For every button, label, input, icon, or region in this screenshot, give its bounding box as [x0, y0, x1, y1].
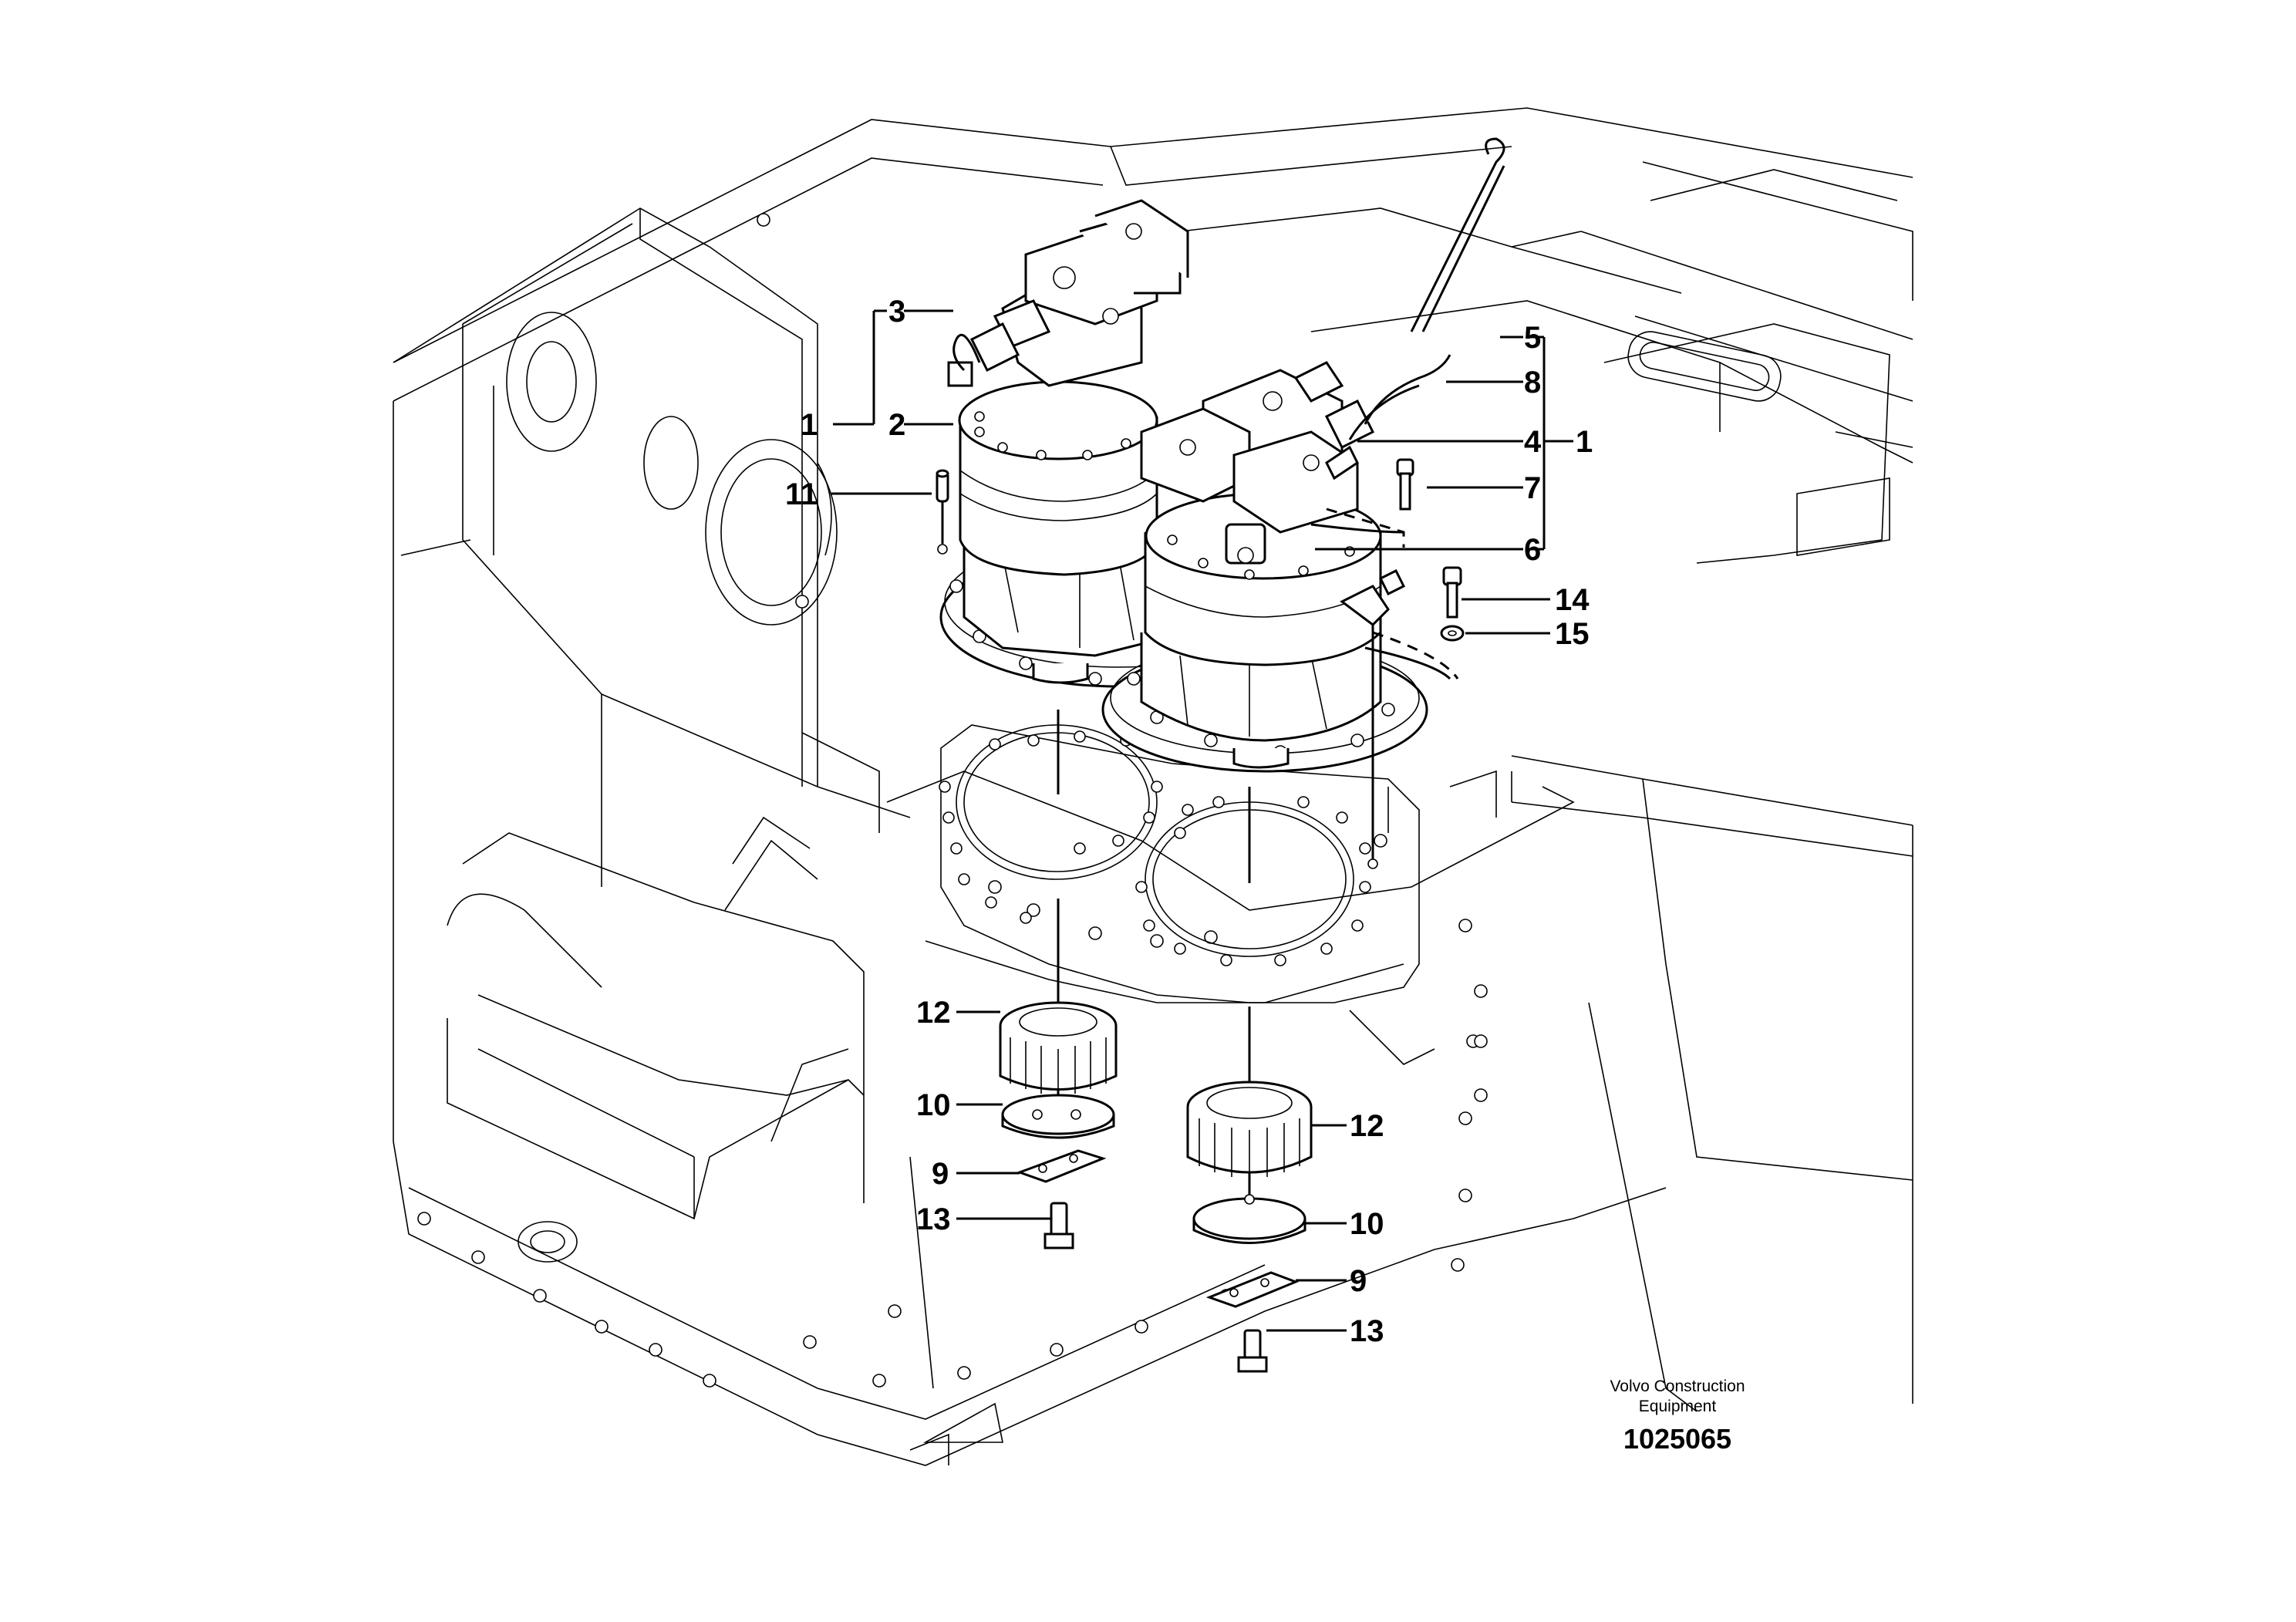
small-hardware	[936, 458, 1465, 642]
callout-15: 15	[1555, 617, 1590, 651]
lower-frame-plate	[393, 770, 1667, 1466]
end-plate-right	[1192, 1194, 1306, 1244]
pinion-gear-left	[999, 1001, 1118, 1095]
motor-mounting-plate	[939, 724, 1420, 1003]
callout-7: 7	[1524, 471, 1541, 505]
callout-5: 5	[1524, 321, 1541, 355]
callout-3: 3	[888, 295, 905, 329]
callout-14: 14	[1555, 583, 1590, 617]
callout-labels: 1 2 3 11 5 8 4 1 7 6 14 15 12 10 9 13 12…	[785, 295, 1593, 1348]
bolt-left	[1043, 1202, 1074, 1249]
caption-line-2: Equipment	[1639, 1398, 1717, 1415]
callout-9-left: 9	[932, 1157, 949, 1191]
lock-plate-left	[1016, 1149, 1107, 1183]
caption-line-1: Volvo Construction	[1610, 1378, 1745, 1395]
boom-mount-tower	[393, 207, 911, 1141]
callout-10-left: 10	[916, 1088, 951, 1122]
explode-lines	[937, 501, 1378, 1199]
callout-1-right: 1	[1576, 425, 1593, 459]
drain-fittings	[1310, 508, 1459, 680]
end-plate-left	[1001, 1094, 1115, 1139]
callout-4: 4	[1524, 425, 1542, 459]
swing-motor-right	[1101, 361, 1428, 773]
callout-10-right: 10	[1350, 1207, 1384, 1241]
bolt-right	[1237, 1329, 1268, 1373]
pinion-gear-right	[1186, 1081, 1313, 1180]
callout-6: 6	[1524, 533, 1541, 567]
diagram-caption: Volvo Construction Equipment 1025065	[1610, 1378, 1745, 1455]
upper-frame-outline	[393, 107, 1913, 1412]
callout-8: 8	[1524, 366, 1541, 400]
callout-2: 2	[888, 408, 905, 442]
callout-9-right: 9	[1350, 1264, 1367, 1298]
frame-bolt-holes	[417, 213, 1488, 1388]
callout-12-right: 12	[1350, 1109, 1384, 1143]
callout-12-left: 12	[916, 996, 951, 1030]
callout-1-left: 1	[801, 408, 818, 442]
dipstick-and-hose	[1325, 137, 1505, 481]
callout-13-right: 13	[1350, 1314, 1384, 1348]
callout-13-left: 13	[916, 1202, 951, 1236]
lock-plate-right	[1205, 1271, 1300, 1308]
diagram-number: 1025065	[1623, 1423, 1731, 1455]
callout-11: 11	[785, 477, 818, 511]
leader-lines	[831, 309, 1573, 1332]
